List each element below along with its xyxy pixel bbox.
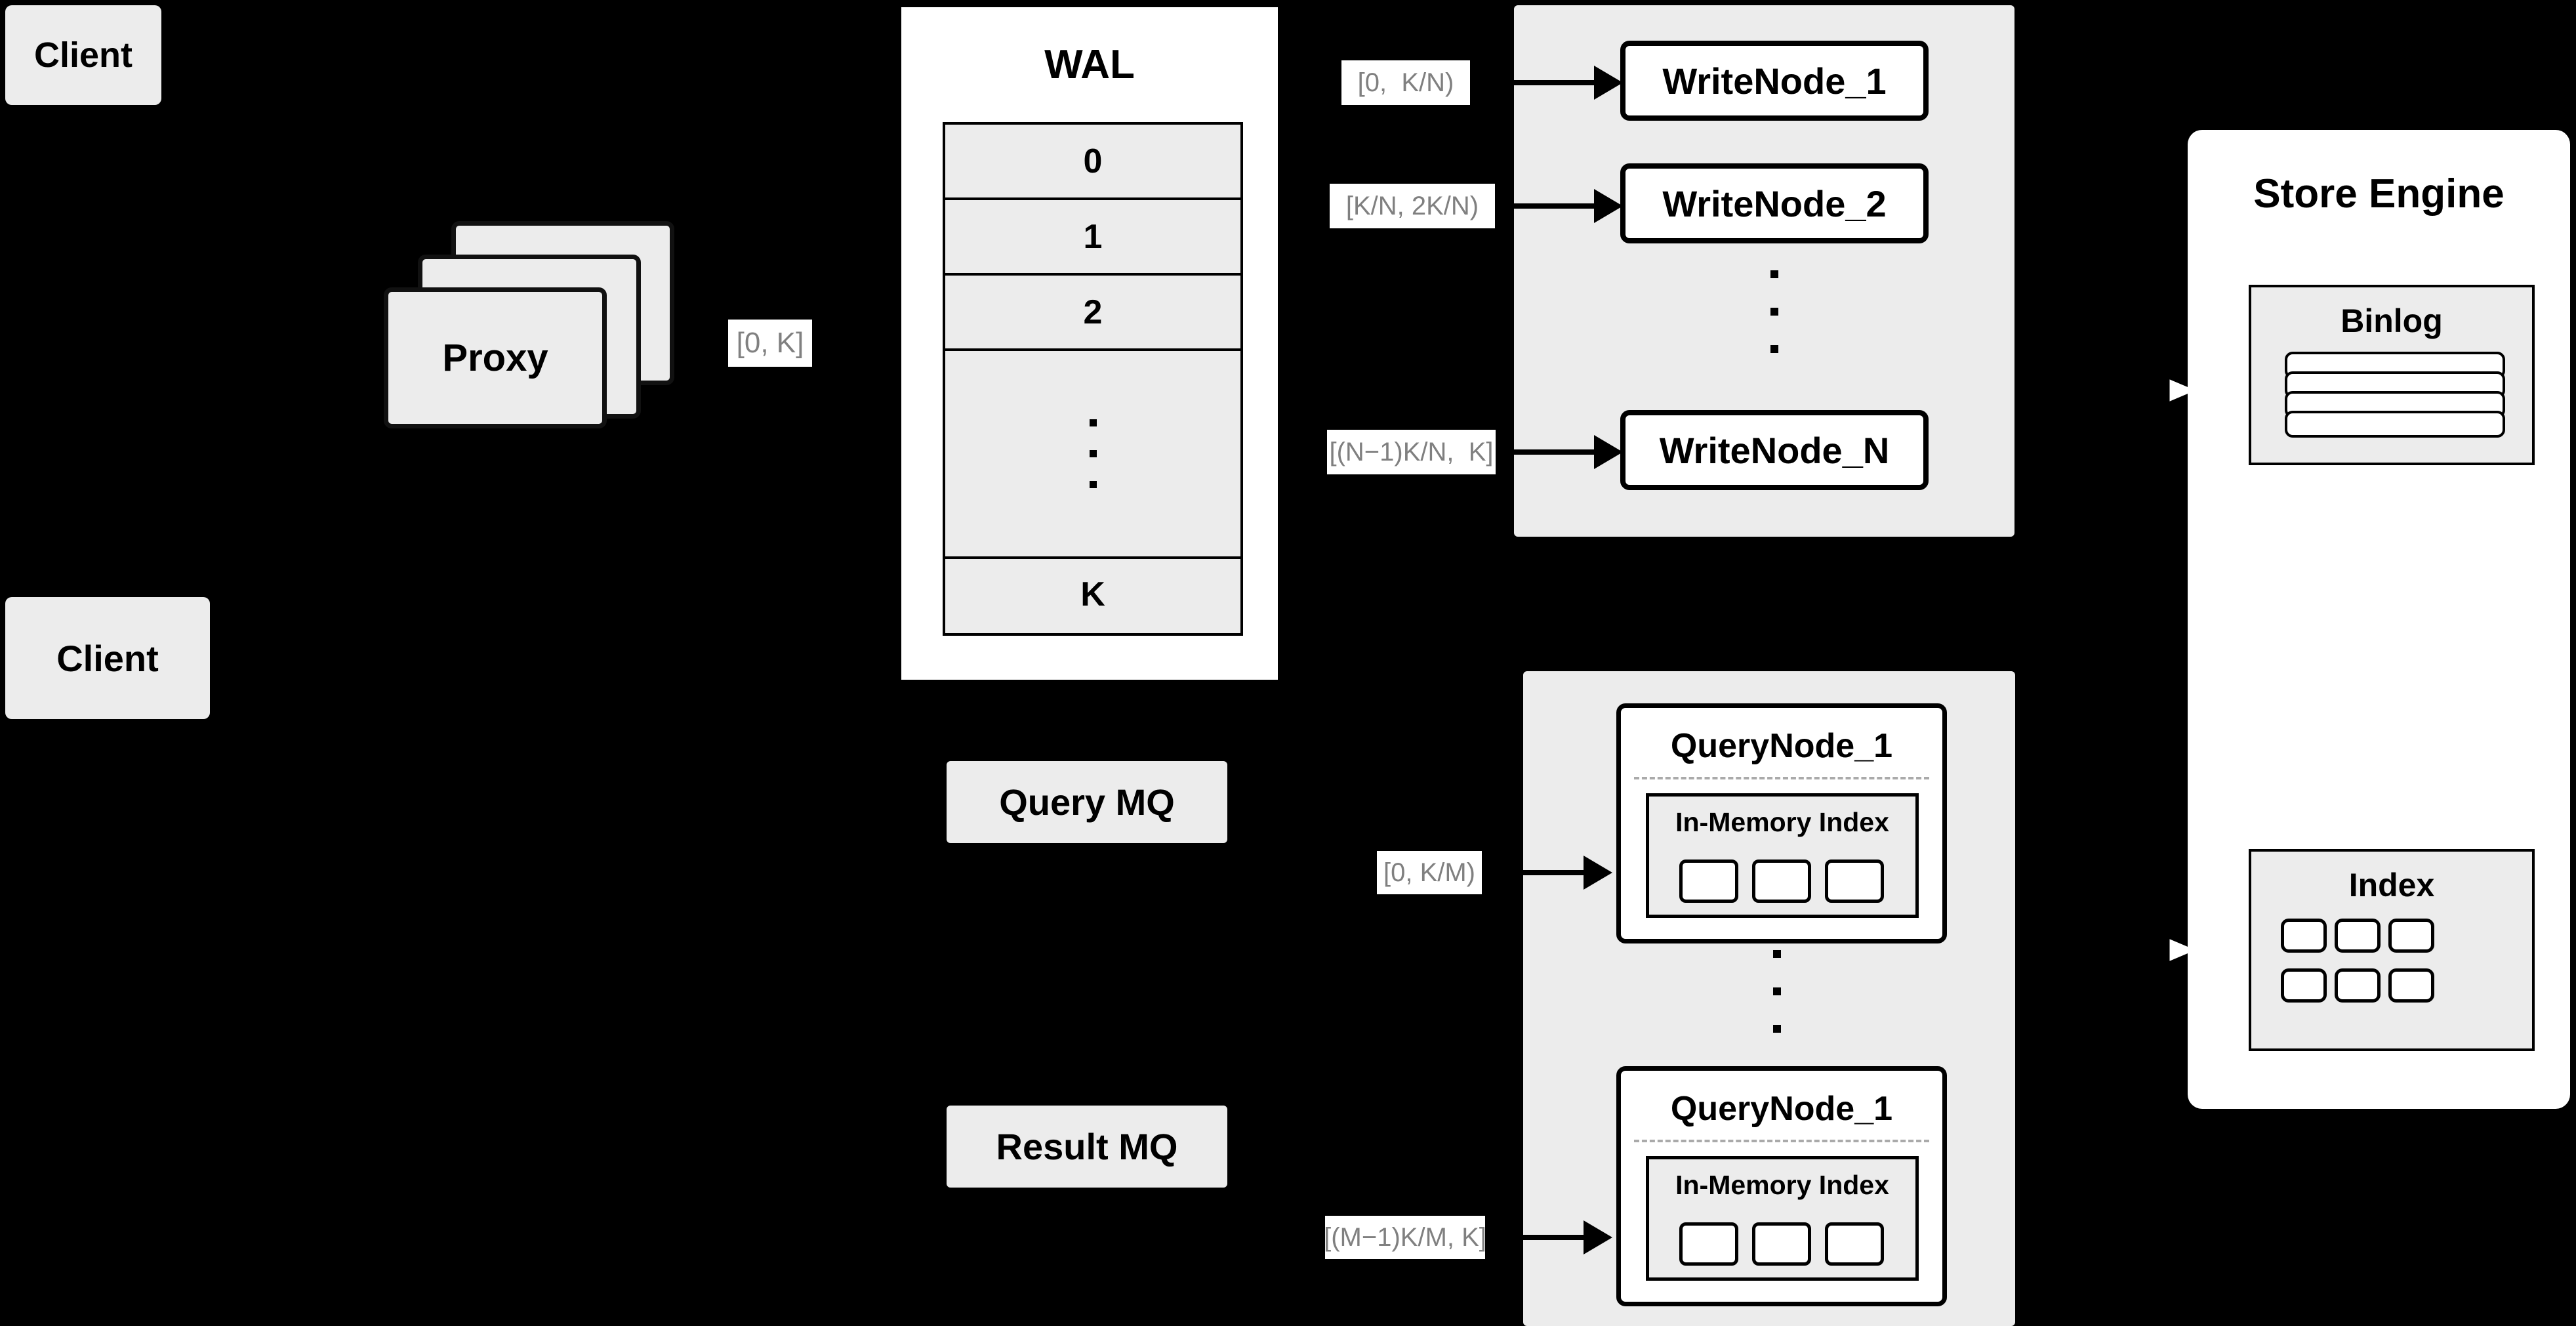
index-slot[interactable] [1825,1222,1884,1266]
write-node-n[interactable]: WriteNode_N [1620,410,1929,490]
arrow-head-icon [1584,856,1612,890]
arrow-head-open-binlog [2165,372,2207,411]
ellipsis-dot-icon [1770,345,1778,353]
open-arrow-icon [2165,372,2207,409]
arrow-to-binlog [2124,387,2190,391]
query-node-m-divider [1634,1140,1929,1142]
index-slot[interactable] [1752,860,1811,903]
wal-row[interactable]: K [945,559,1240,630]
index-slot[interactable] [1752,1222,1811,1266]
ellipsis-dot-icon [1773,950,1781,958]
store-engine-title: Store Engine [2253,171,2504,217]
open-arrow-icon [2165,932,2207,968]
index-slot[interactable] [1679,860,1738,903]
wal-row[interactable]: 2 [945,276,1240,351]
wal-title: WAL [1044,42,1135,87]
arrow-to-write-node-n [1496,449,1601,455]
client-node-1-label: Client [33,35,133,75]
in-memory-index-1-title: In-Memory Index [1675,807,1889,837]
binlog-title: Binlog [2341,302,2443,339]
wal-panel: WAL 0 1 2 K [897,3,1282,684]
index-cell[interactable] [2281,919,2327,953]
store-engine-panel: Store Engine Binlog Index [2188,130,2570,1109]
range-label-query-node-1: [0, K/M) [1377,851,1482,894]
index-title: Index [2348,867,2435,903]
index-cell[interactable] [2281,968,2327,1003]
arrow-head-open-index [2165,932,2207,970]
proxy-node[interactable]: Proxy [384,287,607,428]
client-node-2[interactable]: Client [5,597,210,719]
arrow-to-write-node-2 [1496,203,1601,209]
query-node-m-title: QueryNode_1 [1670,1090,1893,1128]
index-slot[interactable] [1679,1222,1738,1266]
ellipsis-dot-icon [1770,308,1778,316]
range-label-write-node-1: [0, K/N) [1341,60,1470,105]
arrow-head-icon [1584,1220,1612,1254]
binlog-row[interactable] [2285,411,2505,438]
query-mq-node[interactable]: Query MQ [947,761,1227,843]
arrow-head-icon [1594,66,1623,100]
ellipsis-dot-icon [1089,450,1097,457]
ellipsis-dot-icon [1773,1025,1781,1033]
client-node-1[interactable]: Client [5,5,161,105]
arrow-to-query-node-1 [1485,870,1590,875]
query-node-1-divider [1634,777,1929,779]
range-label-query-node-m: [(M−1)K/M, K] [1324,1216,1486,1259]
query-node-m[interactable]: QueryNode_1 In-Memory Index [1616,1066,1947,1306]
range-label-write-node-n: [(N−1)K/N, K] [1327,430,1496,474]
arrow-head-icon [1594,435,1623,469]
range-label-proxy-to-wal: [0, K] [728,320,812,367]
write-node-1[interactable]: WriteNode_1 [1620,41,1929,121]
range-label-write-node-2: [K/N, 2K/N) [1330,184,1495,228]
ellipsis-dot-icon [1089,481,1097,488]
arrow-head-icon [1594,189,1623,223]
wal-table: 0 1 2 K [943,122,1243,636]
index-cell[interactable] [2388,919,2434,953]
result-mq-node[interactable]: Result MQ [947,1106,1227,1188]
proxy-label: Proxy [442,337,548,379]
binlog-box: Binlog [2249,285,2535,465]
ellipsis-dot-icon [1089,419,1097,426]
wal-row[interactable]: 1 [945,200,1240,276]
write-node-2[interactable]: WriteNode_2 [1620,163,1929,243]
ellipsis-dot-icon [1773,987,1781,995]
in-memory-index-m-title: In-Memory Index [1675,1170,1889,1200]
query-node-1[interactable]: QueryNode_1 In-Memory Index [1616,703,1947,943]
index-cell[interactable] [2335,919,2381,953]
wal-row[interactable]: 0 [945,125,1240,200]
in-memory-index-1: In-Memory Index [1646,793,1919,918]
query-node-1-title: QueryNode_1 [1670,727,1893,765]
ellipsis-dot-icon [1770,270,1778,278]
client-node-2-label: Client [56,637,159,679]
arrow-to-write-node-1 [1496,80,1601,85]
index-cell[interactable] [2335,968,2381,1003]
arrow-to-query-node-m [1485,1235,1590,1240]
query-cluster-ellipsis [1773,950,1781,1033]
write-cluster-ellipsis [1770,270,1778,353]
in-memory-index-m: In-Memory Index [1646,1156,1919,1281]
wal-row-ellipsis [945,351,1240,559]
index-slot[interactable] [1825,860,1884,903]
arrow-to-index [2124,947,2190,951]
index-cell[interactable] [2388,968,2434,1003]
index-box: Index [2249,849,2535,1051]
